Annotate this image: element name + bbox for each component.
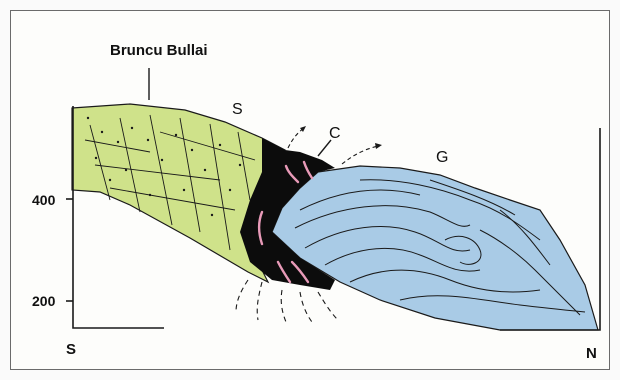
elevation-label-400: 400: [32, 192, 56, 208]
unit-label-g: G: [436, 149, 448, 166]
direction-left-label: S: [66, 341, 76, 358]
c-leader-line: [318, 140, 331, 156]
unit-label-c: C: [329, 125, 341, 142]
elevation-label-200: 200: [32, 293, 56, 309]
blue-rock-unit: [272, 166, 598, 330]
summit-label: Bruncu Bullai: [110, 42, 208, 59]
unit-label-s: S: [232, 101, 243, 118]
arrow-heads: [300, 126, 382, 149]
direction-right-label: N: [586, 345, 597, 362]
